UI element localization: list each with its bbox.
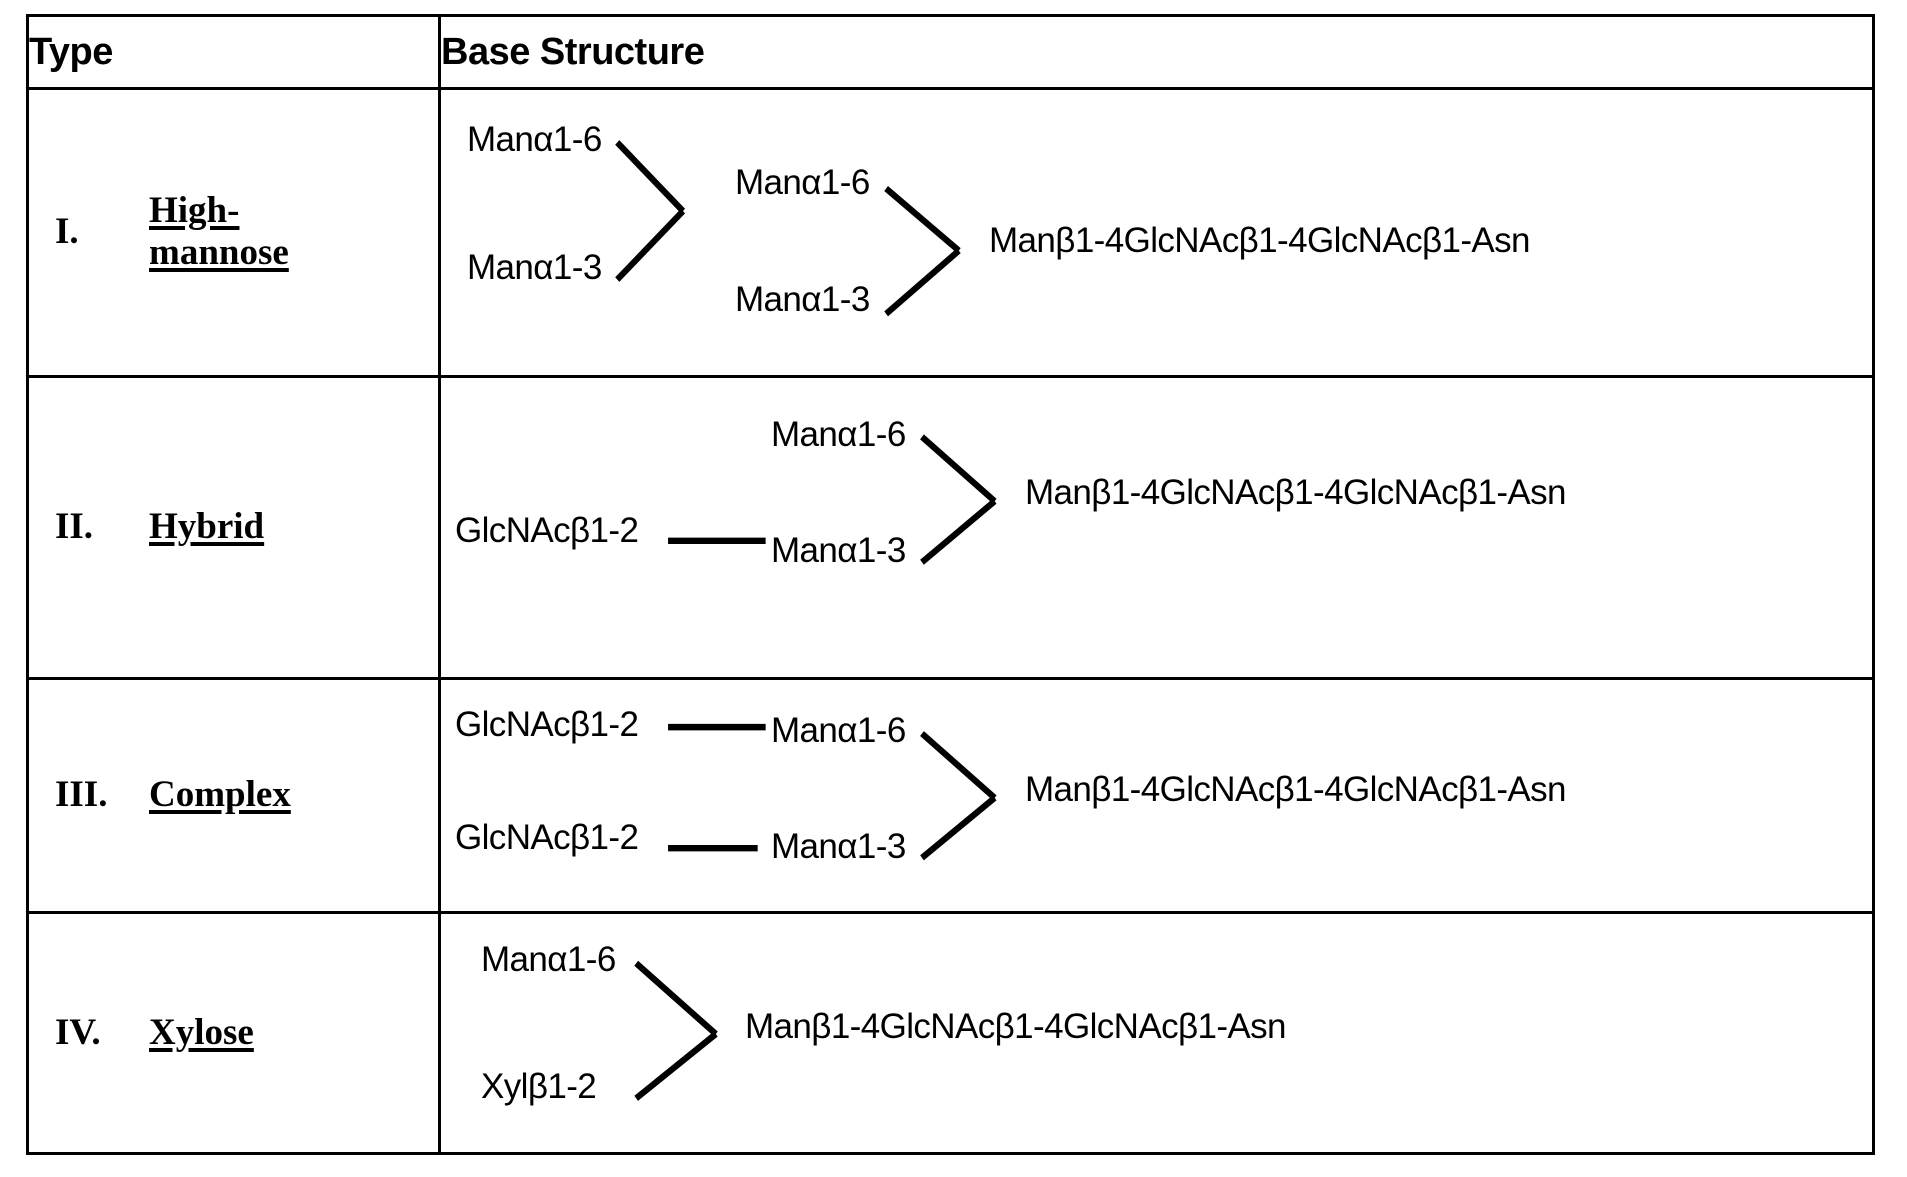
sugar-label-branch-lower-outer: GlcNAcβ1-2	[455, 817, 639, 857]
sugar-label-branch-lower-inner: Manα1-3	[771, 826, 906, 866]
sugar-label-branch-lower-inner: Manα1-3	[735, 280, 870, 319]
type-label-line1: High-	[149, 189, 240, 231]
sugar-label-branch-lower-outer: Manα1-3	[467, 248, 602, 287]
structure-diagram-xylose: Manα1-6 Xylβ1-2 Manβ1-4GlcNAcβ1-4GlcNAcβ…	[441, 914, 1872, 1152]
structure-cell-hybrid: Manα1-6 GlcNAcβ1-2 Manα1-3 Manβ1-4GlcNAc…	[438, 374, 1875, 680]
sugar-label-branch-upper-outer: GlcNAcβ1-2	[455, 704, 639, 744]
structure-lines	[668, 434, 997, 565]
type-cell-hybrid: II. Hybrid	[26, 374, 441, 680]
type-numeral: I.	[55, 211, 79, 253]
table-header-row: Type Base Structure	[26, 14, 1875, 90]
type-numeral: III.	[55, 774, 108, 816]
type-label-high-mannose: High-mannose	[149, 190, 289, 276]
sugar-label-branch-lower-outer: GlcNAcβ1-2	[455, 510, 639, 550]
column-header-type: Type	[26, 14, 441, 90]
sugar-label-branch-upper-inner: Manα1-6	[771, 414, 906, 454]
table-row: I. High-mannose Manα	[26, 87, 1875, 378]
sugar-label-core: Manβ1-4GlcNAcβ1-4GlcNAcβ1-Asn	[745, 1007, 1287, 1047]
type-label-line2: mannose	[149, 232, 289, 274]
structure-lines	[634, 960, 718, 1102]
structure-lines	[615, 140, 961, 317]
structure-cell-complex: GlcNAcβ1-2 Manα1-6 GlcNAcβ1-2 Manα1-3 Ma…	[438, 676, 1875, 915]
glycan-table: Type Base Structure I. High-mannose	[26, 14, 1875, 1155]
structure-cell-xylose: Manα1-6 Xylβ1-2 Manβ1-4GlcNAcβ1-4GlcNAcβ…	[438, 911, 1875, 1155]
sugar-label-core: Manβ1-4GlcNAcβ1-4GlcNAcβ1-Asn	[1025, 472, 1567, 512]
table-row: II. Hybrid Manα1-6 GlcN	[26, 374, 1875, 680]
type-label-xylose: Xylose	[149, 1011, 254, 1053]
sugar-label-branch-lower-inner: Manα1-3	[771, 530, 906, 570]
structure-diagram-high-mannose: Manα1-6 Manα1-3 Manα1-6 Manα1-3 Manβ1-4G…	[441, 90, 1872, 375]
structure-lines	[668, 723, 997, 861]
type-label-hybrid: Hybrid	[149, 505, 265, 547]
type-cell-xylose: IV. Xylose	[26, 911, 441, 1155]
sugar-label-branch-upper-outer: Manα1-6	[467, 120, 602, 159]
table-row: IV. Xylose Manα1-6 Xylβ1-2 Manβ1-4GlcNAc…	[26, 911, 1875, 1155]
type-numeral: IV.	[55, 1011, 101, 1053]
column-header-base-structure: Base Structure	[438, 14, 1875, 90]
type-cell-complex: III. Complex	[26, 676, 441, 915]
sugar-label-core: Manβ1-4GlcNAcβ1-4GlcNAcβ1-Asn	[989, 221, 1531, 260]
structure-cell-high-mannose: Manα1-6 Manα1-3 Manα1-6 Manα1-3 Manβ1-4G…	[438, 87, 1875, 378]
sugar-label-branch-lower-inner: Xylβ1-2	[481, 1067, 597, 1107]
sugar-label-branch-upper-inner: Manα1-6	[735, 163, 870, 202]
type-numeral: II.	[55, 505, 94, 547]
structure-diagram-complex: GlcNAcβ1-2 Manα1-6 GlcNAcβ1-2 Manα1-3 Ma…	[441, 680, 1872, 911]
table-row: III. Complex	[26, 676, 1875, 915]
sugar-label-branch-upper-inner: Manα1-6	[771, 710, 906, 750]
sugar-label-branch-upper-inner: Manα1-6	[481, 940, 616, 980]
sugar-label-core: Manβ1-4GlcNAcβ1-4GlcNAcβ1-Asn	[1025, 769, 1567, 809]
type-label-complex: Complex	[149, 774, 291, 815]
structure-diagram-hybrid: Manα1-6 GlcNAcβ1-2 Manα1-3 Manβ1-4GlcNAc…	[441, 378, 1872, 677]
type-cell-high-mannose: I. High-mannose	[26, 87, 441, 378]
